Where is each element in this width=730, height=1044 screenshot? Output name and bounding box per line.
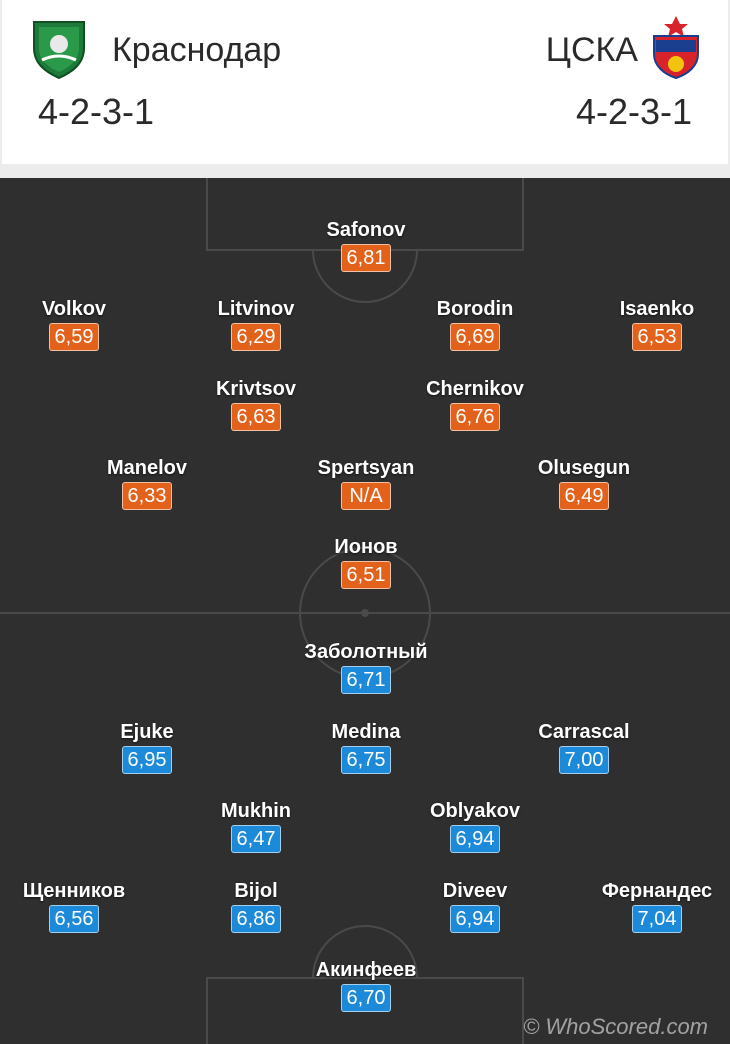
player-rating: 6,49 [559,482,609,510]
player-rating: 7,00 [559,746,609,774]
pitch: Safonov 6,81 Volkov 6,59 Litvinov 6,29 B… [0,178,730,1044]
player-rating: 6,76 [450,403,500,431]
player-name: Medina [331,721,401,743]
player-away[interactable]: Фернандес 7,04 [567,879,730,933]
player-name: Manelov [106,457,188,479]
player-rating: 6,33 [122,482,172,510]
player-away[interactable]: Medina 6,75 [276,720,456,774]
player-away[interactable]: Заболотный 6,71 [276,640,456,694]
player-home[interactable]: Olusegun 6,49 [494,456,674,510]
player-name: Chernikov [426,378,524,400]
player-name: Ejuke [120,721,174,743]
player-home[interactable]: Krivtsov 6,63 [166,377,346,431]
player-rating: 6,59 [49,323,99,351]
player-away[interactable]: Ejuke 6,95 [57,720,237,774]
player-home[interactable]: Borodin 6,69 [385,297,565,351]
player-rating: 6,71 [341,666,391,694]
player-home[interactable]: Manelov 6,33 [57,456,237,510]
player-away[interactable]: Mukhin 6,47 [166,799,346,853]
player-name: Фернандес [601,880,713,902]
player-rating: 6,63 [231,403,281,431]
krasnodar-crest-icon [33,21,85,80]
player-home[interactable]: Volkov 6,59 [0,297,164,351]
player-rating: 6,86 [231,905,281,933]
player-home[interactable]: Litvinov 6,29 [166,297,346,351]
player-rating: 6,51 [341,561,391,589]
player-name: Volkov [41,298,107,320]
player-name: Carrascal [538,721,630,743]
player-name: Isaenko [619,298,695,320]
away-team-name: ЦСКА [545,31,638,69]
player-name: Акинфеев [315,959,417,981]
player-name: Krivtsov [215,378,297,400]
player-home[interactable]: Safonov 6,81 [276,218,456,272]
player-rating: 6,95 [122,746,172,774]
player-home[interactable]: Isaenko 6,53 [567,297,730,351]
player-away[interactable]: Акинфеев 6,70 [276,958,456,1012]
player-home[interactable]: Ионов 6,51 [276,535,456,589]
player-away[interactable]: Carrascal 7,00 [494,720,674,774]
player-away[interactable]: Diveev 6,94 [385,879,565,933]
player-rating: 6,29 [231,323,281,351]
player-away[interactable]: Щенников 6,56 [0,879,164,933]
player-name: Bijol [234,880,278,902]
player-home[interactable]: Chernikov 6,76 [385,377,565,431]
match-header: Краснодар 4-2-3-1 ЦСКА 4-2-3-1 [2,0,728,164]
player-rating: 6,70 [341,984,391,1012]
player-name: Litvinov [217,298,295,320]
player-rating: 6,56 [49,905,99,933]
player-name: Oblyakov [429,800,521,822]
player-name: Spertsyan [317,457,415,479]
player-away[interactable]: Bijol 6,86 [166,879,346,933]
player-name: Olusegun [537,457,631,479]
home-formation: 4-2-3-1 [38,91,155,132]
player-rating: 6,94 [450,825,500,853]
player-name: Щенников [22,880,126,902]
player-rating: 6,75 [341,746,391,774]
home-team-name: Краснодар [112,31,282,69]
player-rating: 6,47 [231,825,281,853]
player-rating: N/A [341,482,391,510]
away-formation: 4-2-3-1 [575,91,692,132]
player-rating: 7,04 [632,905,682,933]
player-name: Diveev [442,880,508,902]
player-rating: 6,69 [450,323,500,351]
watermark: © WhoScored.com [523,1014,708,1039]
player-rating: 6,53 [632,323,682,351]
player-name: Borodin [436,298,514,320]
player-home[interactable]: Spertsyan N/A [276,456,456,510]
player-name: Ионов [334,536,398,558]
player-name: Safonov [326,219,406,241]
player-name: Mukhin [221,800,291,822]
cska-crest-icon [653,16,699,80]
player-away[interactable]: Oblyakov 6,94 [385,799,565,853]
player-name: Заболотный [304,641,428,663]
player-rating: 6,94 [450,905,500,933]
player-rating: 6,81 [341,244,391,272]
